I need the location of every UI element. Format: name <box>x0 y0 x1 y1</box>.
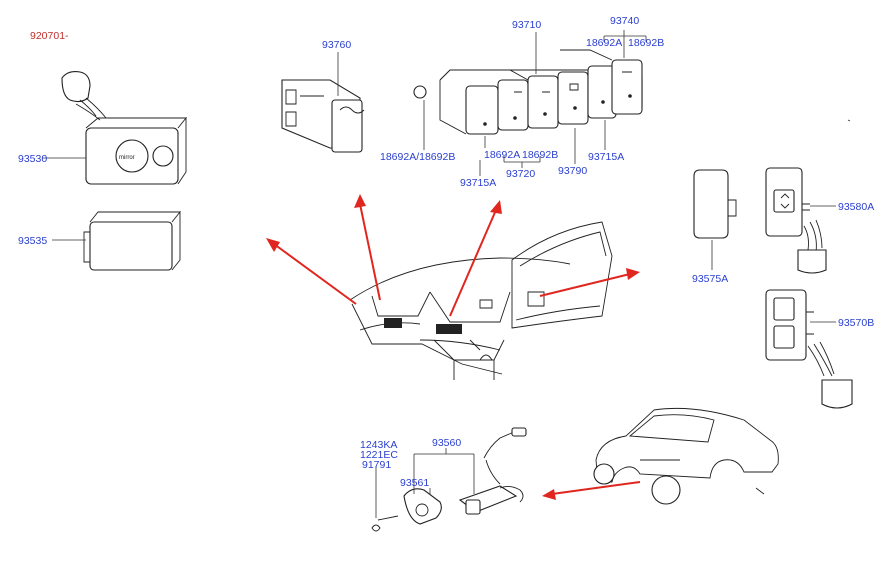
label-93715A-right: 93715A <box>588 151 624 163</box>
label-18692A-mid: 18692A <box>484 149 520 161</box>
label-93580A: 93580A <box>838 201 874 213</box>
lock-cylinder-assembly <box>371 427 527 532</box>
label-93740: 93740 <box>610 15 639 27</box>
label-93561: 93561 <box>400 477 429 489</box>
label-93535: 93535 <box>18 235 47 247</box>
label-93575A: 93575A <box>692 273 728 285</box>
dashboard-illustration <box>349 221 613 380</box>
car-illustration <box>593 407 779 505</box>
label-93560: 93560 <box>432 437 461 449</box>
label-91791: 91791 <box>362 459 391 471</box>
label-18692A-18692B-left: 18692A/18692B <box>380 151 455 163</box>
cover-93575A <box>693 169 737 270</box>
label-93530: 93530 <box>18 153 47 165</box>
switch-row-93710 <box>413 30 647 150</box>
label-93760: 93760 <box>322 39 351 51</box>
label-93790: 93790 <box>558 165 587 177</box>
switch-93760 <box>281 52 365 153</box>
header-code: 920701- <box>30 30 69 42</box>
blank-cover-93535 <box>52 210 181 271</box>
mirror-switch-93530: mirror <box>42 71 187 185</box>
label-93720: 93720 <box>506 168 535 180</box>
label-18692B-mid: 18692B <box>522 149 558 161</box>
svg-text:mirror: mirror <box>119 155 135 161</box>
label-93710: 93710 <box>512 19 541 31</box>
callout-arrows <box>266 194 641 500</box>
window-switch-93570B <box>765 289 853 409</box>
label-1243KA: 1243KA <box>360 439 397 451</box>
label-93715A-left: 93715A <box>460 177 496 189</box>
label-18692B-top: 18692B <box>628 37 664 49</box>
label-18692A-top: 18692A <box>586 37 622 49</box>
label-1221EC: 1221EC <box>360 449 398 461</box>
label-93570B: 93570B <box>838 317 874 329</box>
window-switch-93580A <box>765 167 836 274</box>
